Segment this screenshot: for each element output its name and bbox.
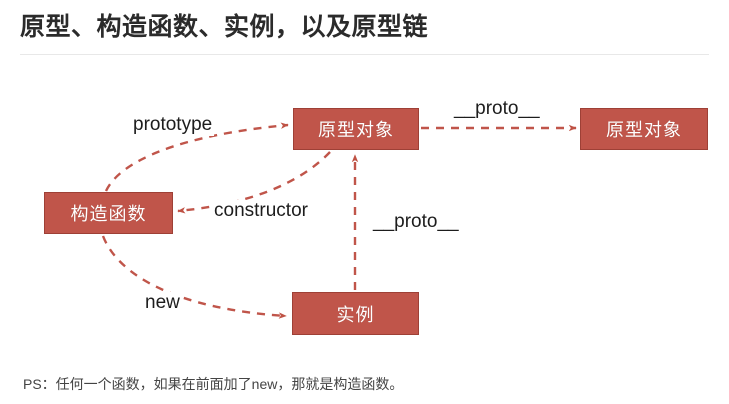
node-prototype-object-2[interactable]: 原型对象	[580, 108, 708, 150]
page-title: 原型、构造函数、实例，以及原型链	[20, 13, 429, 41]
edge-label-proto-mid: __proto__	[371, 211, 461, 233]
diagram-canvas: 原型对象 原型对象 构造函数 实例 prototype constructor …	[0, 57, 729, 352]
node-constructor-function[interactable]: 构造函数	[44, 192, 173, 234]
node-prototype-object-1[interactable]: 原型对象	[293, 108, 419, 150]
node-label: 原型对象	[318, 120, 394, 140]
edge-label-prototype: prototype	[131, 114, 215, 136]
node-label: 原型对象	[606, 120, 682, 140]
node-label: 构造函数	[70, 204, 147, 224]
edge-label-constructor: constructor	[212, 200, 310, 222]
diagram-edges-svg	[101, 122, 577, 319]
header-divider	[20, 54, 709, 55]
edge-label-proto-top: __proto__	[452, 98, 542, 120]
edge-constructor-path	[177, 151, 331, 214]
edge-new-path	[101, 235, 287, 319]
node-instance[interactable]: 实例	[292, 292, 419, 335]
node-label: 实例	[336, 304, 375, 325]
page-header: 原型、构造函数、实例，以及原型链	[0, 0, 729, 57]
footer-note: PS：任何一个函数，如果在前面加了new，那就是构造函数。	[23, 376, 404, 392]
edge-label-new: new	[143, 292, 182, 314]
